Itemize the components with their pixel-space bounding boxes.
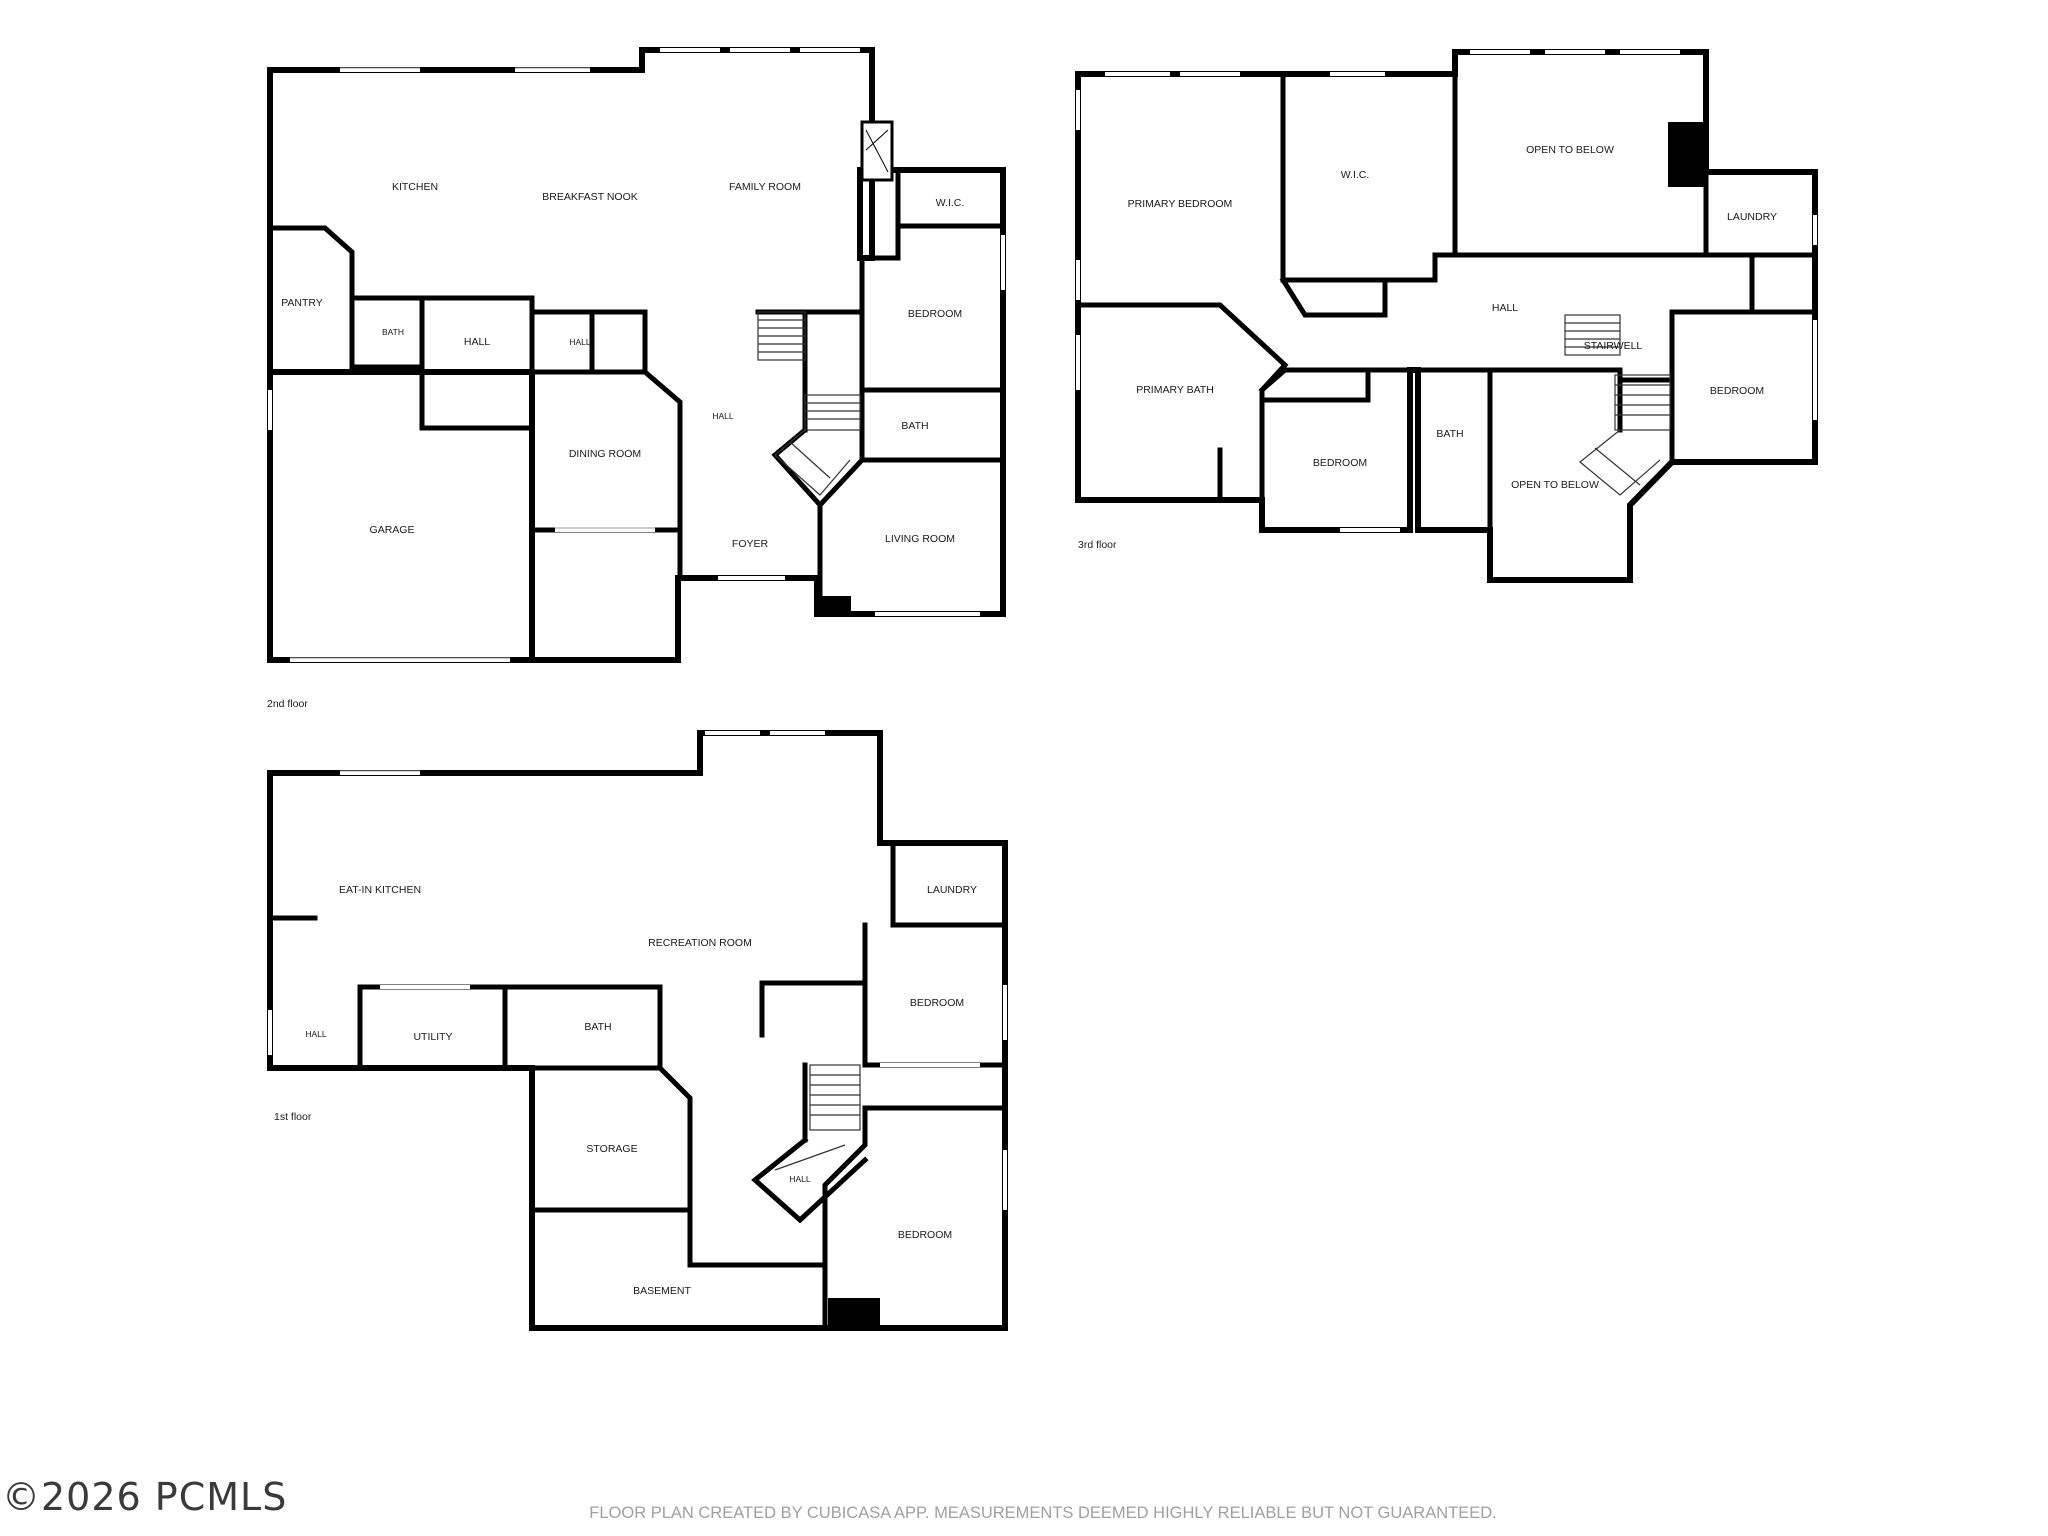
room-label-family-room: FAMILY ROOM <box>729 181 801 193</box>
utility-wall <box>357 984 508 1071</box>
bedroom-mid-wall-3rd <box>1258 367 1413 394</box>
room-label-utility: UTILITY <box>413 1031 452 1043</box>
room-label-bath-1st: BATH <box>584 1021 611 1033</box>
room-label-eat-in-kitchen: EAT-IN KITCHEN <box>339 884 421 896</box>
primary-bath-wall <box>1075 302 1289 503</box>
column-3rd <box>1668 122 1706 187</box>
room-label-stairwell: STAIRWELL <box>1584 340 1643 352</box>
stair-wall-2nd <box>755 309 865 393</box>
floor-label-3rd: 3rd floor <box>1078 539 1117 551</box>
floor-label-1st: 1st floor <box>274 1111 312 1123</box>
storage-wall <box>529 1065 693 1213</box>
room-label-bedroom-top-1st: BEDROOM <box>910 997 964 1009</box>
windows-3rd <box>1076 50 1817 532</box>
bath-3rd-wall <box>1407 367 1493 533</box>
room-label-foyer: FOYER <box>732 538 769 550</box>
room-label-breakfast-nook: BREAKFAST NOOK <box>542 191 638 203</box>
wic-wall <box>895 167 1006 229</box>
third-floor-outer-wall <box>1075 49 1818 583</box>
wic-wall-3rd <box>1279 276 1388 318</box>
room-label-hall-a: HALL <box>464 336 490 348</box>
room-label-open-to-below-top: OPEN TO BELOW <box>1526 144 1614 156</box>
room-label-wic: W.I.C. <box>936 197 965 209</box>
garage-wall <box>267 369 535 663</box>
room-label-dining-room: DINING ROOM <box>569 448 641 460</box>
first-floor-outer-wall <box>267 730 1008 1331</box>
room-label-hall-left-1st: HALL <box>305 1029 327 1039</box>
bedroom-2-wall <box>859 255 1006 463</box>
room-label-hall-main: HALL <box>712 411 734 421</box>
windows-1st <box>268 731 1007 1210</box>
room-label-living-room: LIVING ROOM <box>885 533 955 545</box>
room-label-storage: STORAGE <box>586 1143 637 1155</box>
hall-wall <box>419 295 535 431</box>
room-label-kitchen: KITCHEN <box>392 181 438 193</box>
bedroom-top-wall-1st <box>862 922 1008 1068</box>
third-floor-plan <box>1075 49 1818 583</box>
room-label-recreation-room: RECREATION ROOM <box>648 937 752 949</box>
copyright-watermark: ©2026 PCMLS <box>2 1475 287 1519</box>
room-label-hall-3rd: HALL <box>1492 302 1518 314</box>
room-label-bedroom-mid-3rd: BEDROOM <box>1313 457 1367 469</box>
room-label-wic-3rd: W.I.C. <box>1341 169 1370 181</box>
room-label-primary-bath: PRIMARY BATH <box>1136 384 1214 396</box>
room-label-garage: GARAGE <box>370 524 415 536</box>
room-label-bath-small: BATH <box>382 327 404 337</box>
column-1st <box>828 1298 880 1328</box>
windows-2nd <box>268 48 1005 662</box>
room-label-hall-b: HALL <box>569 337 591 347</box>
room-label-bedroom-right-3rd: BEDROOM <box>1710 385 1764 397</box>
staircase-2nd-icon <box>757 311 861 496</box>
room-label-primary-bedroom: PRIMARY BEDROOM <box>1128 198 1233 210</box>
room-label-hall-stair-1st: HALL <box>789 1174 811 1184</box>
room-label-basement: BASEMENT <box>633 1285 691 1297</box>
stair-wall-1st <box>759 980 868 1038</box>
room-label-bedroom-bottom-1st: BEDROOM <box>898 1229 952 1241</box>
room-label-bath: BATH <box>901 420 928 432</box>
room-label-laundry-1st: LAUNDRY <box>927 884 977 896</box>
staircase-3rd-icon <box>1564 314 1671 496</box>
room-label-bedroom: BEDROOM <box>908 308 962 320</box>
bath-wall-1st <box>502 984 663 1071</box>
floor-label-2nd: 2nd floor <box>267 698 308 710</box>
laundry-wall-1st <box>890 840 1008 928</box>
second-floor-plan <box>267 47 1006 663</box>
room-label-bath-3rd: BATH <box>1436 428 1463 440</box>
first-floor-plan <box>267 730 1008 1331</box>
room-label-laundry-3rd: LAUNDRY <box>1727 211 1777 223</box>
room-label-open-to-below-bottom: OPEN TO BELOW <box>1511 479 1599 491</box>
room-label-pantry: PANTRY <box>281 297 323 309</box>
disclaimer-text: FLOOR PLAN CREATED BY CUBICASA APP. MEAS… <box>589 1504 1496 1522</box>
staircase-1st-icon <box>774 1064 861 1171</box>
column-2nd <box>817 596 851 614</box>
